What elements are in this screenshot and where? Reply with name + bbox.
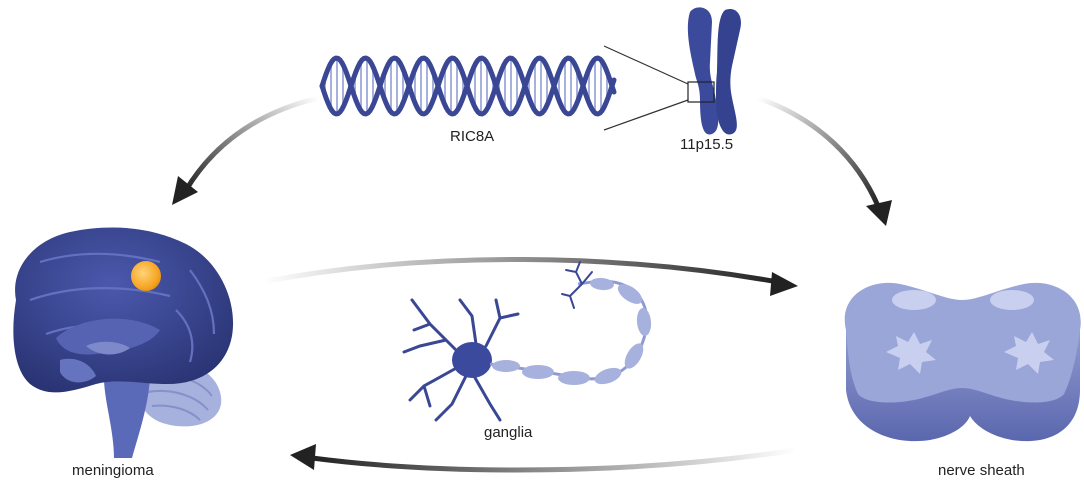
nerve-sheath-label: nerve sheath	[938, 462, 1025, 479]
meningioma-label: meningioma	[72, 462, 154, 479]
chromosome-locus-label: 11p15.5	[680, 136, 734, 153]
neuron-icon	[402, 261, 652, 422]
arrow-nerve-sheath-to-meningioma	[290, 444, 799, 473]
brain-icon	[13, 227, 234, 458]
dna-strand-2	[319, 55, 617, 117]
chromosome-icon	[603, 7, 741, 135]
arrow-chromosome-to-nerve-sheath	[755, 95, 892, 226]
gene-label: RIC8A	[450, 128, 495, 145]
dna-helix-icon	[319, 55, 617, 117]
arrow-dna-to-meningioma	[172, 95, 321, 205]
ganglia-label: ganglia	[484, 424, 533, 441]
spinal-cord-icon	[844, 282, 1081, 442]
arrow-meningioma-to-nerve-sheath	[259, 256, 798, 296]
